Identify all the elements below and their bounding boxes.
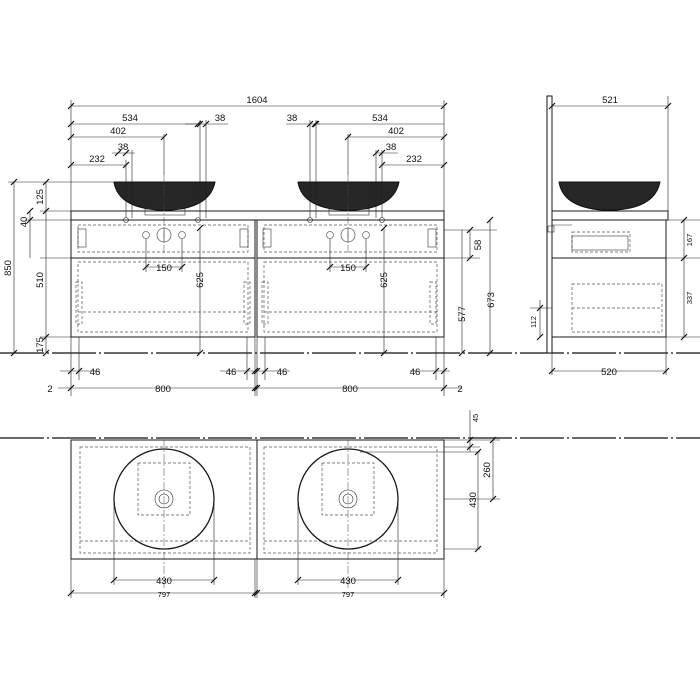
dim-front-offset: 45 (471, 414, 480, 422)
dim-depth-body: 520 (601, 367, 617, 378)
dim-edge-gap-right: 2 (457, 384, 462, 395)
dim-unit-width-left: 800 (155, 384, 171, 395)
wall (546, 95, 553, 354)
vessel-bowl-side (558, 181, 661, 211)
dim-siphon-height-left: 625 (195, 272, 206, 288)
countertop (70, 210, 445, 221)
dim-edge-gap-left: 2 (47, 384, 52, 395)
dim-cabinet-body-height: 673 (486, 292, 497, 308)
plan-view: 45 260 430 430 430 797 797 (67, 410, 500, 599)
upper-drawer-left (77, 224, 249, 253)
dim-402-left: 402 (110, 126, 126, 137)
dim-side-offset-3: 46 (277, 367, 288, 378)
front-view: 1604 534 402 232 38 38 38 (3, 95, 497, 396)
dim-overall-height: 850 (3, 260, 14, 276)
dim-232-left: 232 (89, 154, 105, 165)
dim-bowl-diameter-left: 430 (156, 576, 172, 587)
dim-232-right: 232 (406, 154, 422, 165)
cabinet-right (256, 219, 445, 338)
dim-38-left-a: 38 (118, 142, 129, 153)
dim-drawer-box-height: 577 (457, 306, 468, 322)
countertop-side (551, 210, 669, 221)
upper-drawer-right (263, 224, 438, 253)
dim-base-height: 112 (529, 316, 538, 328)
cabinet-left (70, 219, 256, 338)
dim-floor-clearance: 175 (35, 337, 46, 353)
dim-38-right-a: 38 (287, 113, 298, 124)
dim-upper-height: 167 (685, 234, 694, 247)
dim-bowl-height: 125 (35, 189, 46, 205)
dim-side-offset-2: 46 (226, 367, 237, 378)
dim-bowl-diameter-right: 430 (340, 576, 356, 587)
dim-depth-top: 521 (602, 95, 618, 106)
dim-sink-offset-right: 534 (372, 113, 388, 124)
side-view: 521 520 167 337 112 (529, 95, 700, 378)
drawer-box-left (77, 261, 249, 333)
dim-sink-offset-left: 534 (122, 113, 138, 124)
dim-drawer-height: 510 (35, 272, 46, 288)
cabinet-side (551, 219, 667, 338)
dim-lower-height: 337 (685, 292, 694, 305)
dim-overall-width: 1604 (246, 95, 267, 106)
dim-unit-width-right: 800 (342, 384, 358, 395)
vessel-bowl-left (113, 181, 216, 211)
vessel-bowl-right (297, 181, 400, 211)
drawer-box-right (263, 261, 438, 333)
dim-unit-depth-left: 797 (158, 590, 171, 599)
dim-siphon-spacing-left: 150 (156, 263, 172, 274)
dim-siphon-spacing-right: 150 (340, 263, 356, 274)
dim-402-right: 402 (388, 126, 404, 137)
dim-drawer-gap: 58 (473, 240, 484, 251)
dim-bowl-depth: 430 (468, 492, 479, 508)
dim-unit-depth-right: 797 (342, 590, 355, 599)
dim-side-offset-4: 46 (410, 367, 421, 378)
dim-siphon-height-right: 625 (379, 272, 390, 288)
dim-38-right-b: 38 (386, 142, 397, 153)
dim-top-thickness: 40 (19, 217, 30, 228)
dim-side-offset-1: 46 (90, 367, 101, 378)
dim-38-left-b: 38 (215, 113, 226, 124)
dim-drain-depth: 260 (482, 462, 493, 478)
